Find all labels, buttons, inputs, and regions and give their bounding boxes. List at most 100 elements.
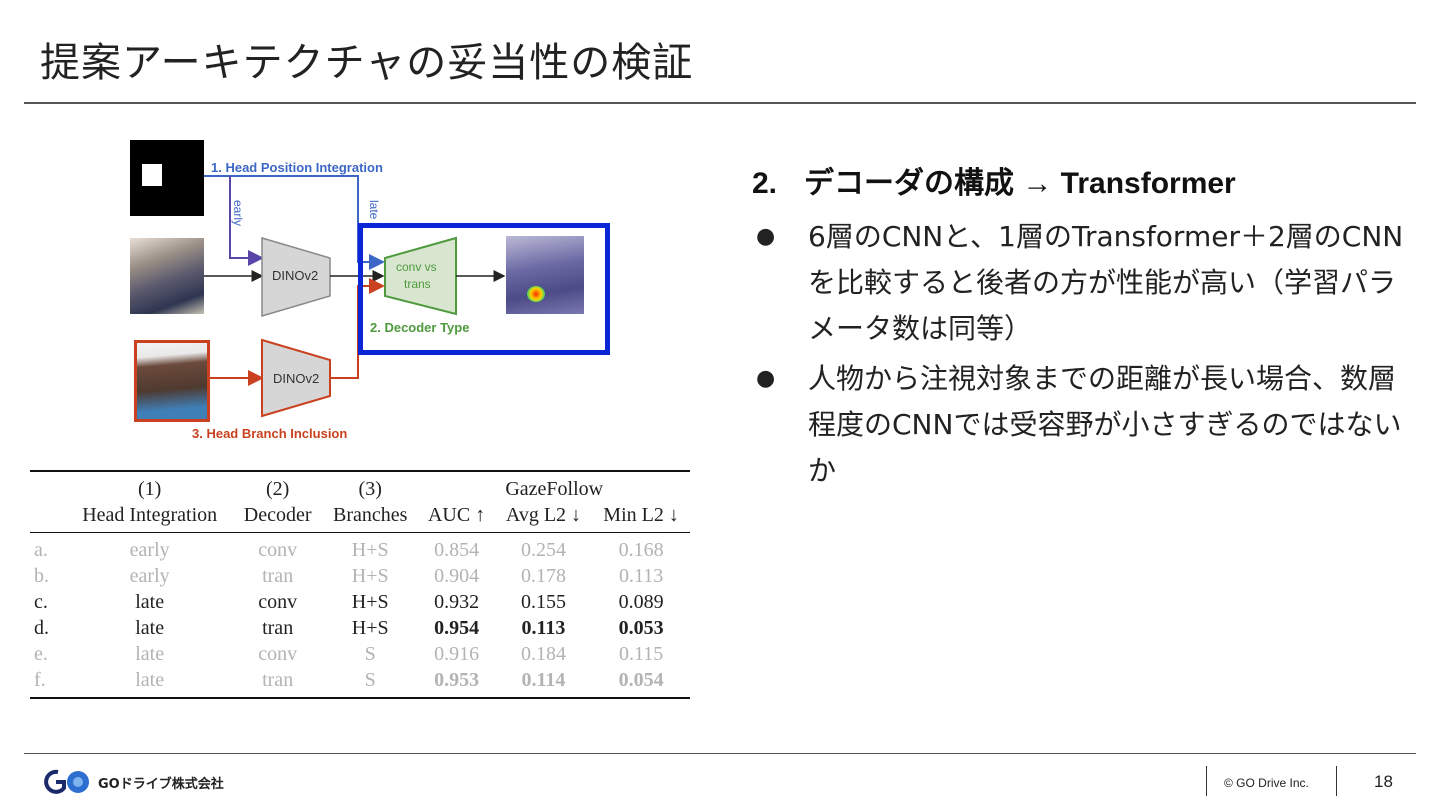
table-cell: e. (34, 642, 48, 665)
table-cell: late (135, 590, 165, 613)
table-cell: 0.178 (520, 564, 566, 587)
table-row: a. early conv H+S 0.854 0.254 0.168 (30, 533, 690, 564)
table-cell: conv (258, 590, 298, 613)
table-cell: 0.054 (592, 667, 690, 699)
scene-image (130, 238, 204, 314)
early-arrow (229, 176, 264, 266)
table-header-cell: Min L2 ↓ (592, 502, 690, 533)
table-row: d. late tran H+S 0.954 0.113 0.053 (30, 615, 690, 641)
table-cell: 0.089 (618, 590, 664, 613)
section-title: デコーダの構成 → Transformer (804, 167, 1236, 200)
section-number: 2. (752, 167, 778, 200)
head-branch-label: 3. Head Branch Inclusion (192, 426, 348, 441)
encoder-top-label: DINOv2 (272, 268, 319, 283)
table-cell: early (129, 564, 170, 587)
table-header-cell: Branches (321, 502, 419, 533)
table-cell: 0.053 (618, 616, 664, 639)
table-cell: S (321, 667, 419, 699)
table-cell: late (66, 667, 234, 699)
table-header-cell: Avg L2 ↓ (494, 502, 593, 533)
table-cell: conv (258, 642, 298, 665)
table-header-cell: (2) (233, 470, 322, 502)
table-cell: 0.113 (618, 564, 664, 587)
encoder-bottom-label: DINOv2 (273, 371, 320, 386)
bullet-dot-icon: ● (756, 224, 776, 249)
head-crop-image (134, 340, 210, 422)
table-cell: b. (34, 564, 49, 587)
table-cell: 0.916 (434, 642, 480, 665)
table-cell: f. (30, 667, 66, 699)
table-subheader-row: Head Integration Decoder Branches AUC ↑ … (30, 502, 690, 533)
table-row: c. late conv H+S 0.932 0.155 0.089 (30, 589, 690, 615)
gaze-heatmap-spot (527, 286, 545, 302)
table-header-cell (30, 470, 66, 502)
table-cell: d. (34, 616, 49, 639)
table-cell: 0.114 (494, 667, 593, 699)
table-header-cell: GazeFollow (418, 470, 690, 502)
decoder-type-label: 2. Decoder Type (370, 320, 470, 335)
footer-divider (24, 753, 1416, 754)
table-header-cell: (1) (66, 470, 234, 502)
table-cell: 0.113 (521, 616, 566, 639)
table-cell: c. (34, 590, 48, 613)
late-label: late (367, 200, 381, 220)
table-cell: 0.155 (520, 590, 566, 613)
table-cell: tran (262, 564, 294, 587)
bullet-text: 人物から注視対象までの距離が長い場合、数層程度のCNNでは受容野が小さすぎるので… (808, 362, 1402, 487)
architecture-diagram: 1. Head Position Integration early late … (0, 110, 720, 460)
table-cell: early (129, 538, 170, 561)
early-label: early (231, 200, 245, 227)
head-position-label: 1. Head Position Integration (211, 160, 383, 175)
table-row: f. late tran S 0.953 0.114 0.054 (30, 667, 690, 699)
table-cell: a. (34, 538, 48, 561)
head-position-box (142, 164, 162, 186)
footer-separator (1206, 766, 1207, 796)
table-header-cell: AUC ↑ (418, 502, 495, 533)
table-cell: conv (258, 538, 298, 561)
decoder-label-2: trans (404, 277, 431, 291)
title-divider (24, 102, 1416, 104)
table-cell: 0.854 (434, 538, 480, 561)
go-logo-icon (44, 769, 89, 794)
decoder-label-1: conv vs (396, 260, 437, 274)
table-header-cell: Head Integration (66, 502, 234, 533)
table-cell: 0.932 (434, 590, 480, 613)
table-cell: S (364, 642, 376, 665)
encoder-top-shape (261, 236, 331, 318)
ablation-table: (1) (2) (3) GazeFollow Head Integration … (30, 470, 690, 699)
bullet-text: 6層のCNNと、1層のTransformer＋2層のCNNを比較すると後者の方が… (808, 220, 1404, 345)
bullet-dot-icon: ● (756, 366, 776, 391)
encoder-bottom-shape (261, 338, 331, 418)
table-cell: 0.254 (520, 538, 566, 561)
copyright-text: © GO Drive Inc. (1224, 776, 1309, 790)
table-cell: H+S (351, 616, 389, 639)
decoder-highlight-box (358, 223, 610, 355)
table-cell: H+S (351, 538, 389, 561)
diagram-arrows (204, 175, 506, 418)
heatmap-output-image (506, 236, 584, 314)
head-position-line (204, 175, 359, 228)
table-cell: 0.904 (434, 564, 480, 587)
table-header-cell: (3) (321, 470, 419, 502)
footer-separator (1336, 766, 1337, 796)
table-cell: late (135, 642, 165, 665)
table-cell: H+S (351, 590, 389, 613)
table-header-cell: Decoder (233, 502, 322, 533)
table-header-row: (1) (2) (3) GazeFollow (30, 470, 690, 502)
slide-title: 提案アーキテクチャの妥当性の検証 (40, 40, 694, 86)
company-name: GOドライブ株式会社 (98, 777, 224, 792)
table-header-cell (30, 502, 66, 533)
table-cell: 0.168 (618, 538, 664, 561)
decoder-shape (384, 236, 457, 316)
table-cell: tran (233, 667, 322, 699)
page-number: 18 (1374, 772, 1393, 791)
section-heading: 2. デコーダの構成 → Transformer (752, 158, 1236, 202)
table-cell: 0.953 (418, 667, 495, 699)
table-row: b. early tran H+S 0.904 0.178 0.113 (30, 563, 690, 589)
table-cell: 0.954 (434, 616, 480, 639)
table-cell: tran (262, 616, 294, 639)
table-row: e. late conv S 0.916 0.184 0.115 (30, 641, 690, 667)
table-cell: 0.184 (520, 642, 566, 665)
table-cell: H+S (351, 564, 389, 587)
table-cell: late (135, 616, 165, 639)
